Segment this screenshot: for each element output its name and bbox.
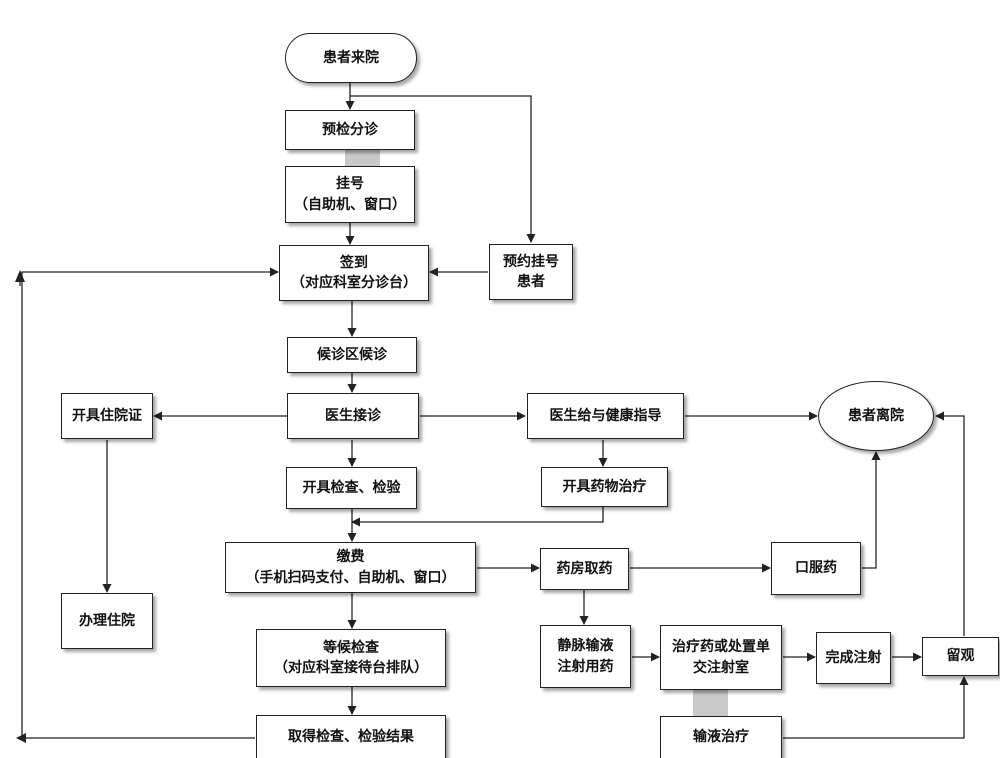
arrow-arrive-to-appointment (350, 95, 536, 243)
node-injection-done: 完成注射 (816, 632, 891, 684)
arrow-prescribe-to-merge (351, 507, 604, 527)
node-register: 挂号 （自助机、窗口） (285, 166, 415, 223)
node-patient-leave: 患者离院 (818, 381, 934, 451)
node-health-guide: 医生给与健康指导 (527, 393, 684, 439)
arrow-results-to-left (21, 267, 279, 739)
node-checkin: 签到 （对应科室分诊台） (279, 245, 429, 301)
node-observe: 留观 (922, 637, 999, 676)
node-payment: 缴费 （手机扫码支付、自助机、窗口） (225, 542, 476, 593)
node-exam-order: 开具检查、检验 (286, 467, 417, 509)
node-wait-exam: 等候检查 （对应科室接待台排队） (256, 629, 446, 687)
arrow-oral-to-leave (862, 451, 881, 569)
node-hospital-cert: 开具住院证 (61, 393, 153, 439)
node-appointment: 预约挂号 患者 (489, 244, 573, 300)
node-pharmacy: 药房取药 (540, 548, 629, 590)
node-triage: 预检分诊 (285, 110, 415, 150)
node-waiting: 候诊区候诊 (287, 337, 417, 373)
node-infusion: 输液治疗 (660, 716, 782, 758)
node-treatment-room: 治疗药或处置单 交注射室 (660, 625, 782, 690)
node-doctor: 医生接诊 (287, 393, 419, 439)
node-patient-arrive: 患者来院 (285, 33, 417, 83)
node-results: 取得检查、检验结果 (256, 715, 446, 758)
connector-bar-treatment (693, 690, 728, 716)
node-oral-med: 口服药 (771, 542, 861, 595)
connector-bar-triage (345, 150, 380, 166)
arrow-infusion-to-observe (783, 676, 969, 739)
loop-left-arrowhead (16, 733, 26, 743)
loop-up-arrowhead (15, 270, 25, 282)
arrow-observe-to-leave (935, 411, 965, 636)
node-iv-med: 静脉输液 注射用药 (540, 625, 631, 688)
node-prescribe: 开具药物治疗 (541, 467, 668, 507)
node-admission: 办理住院 (61, 593, 153, 649)
